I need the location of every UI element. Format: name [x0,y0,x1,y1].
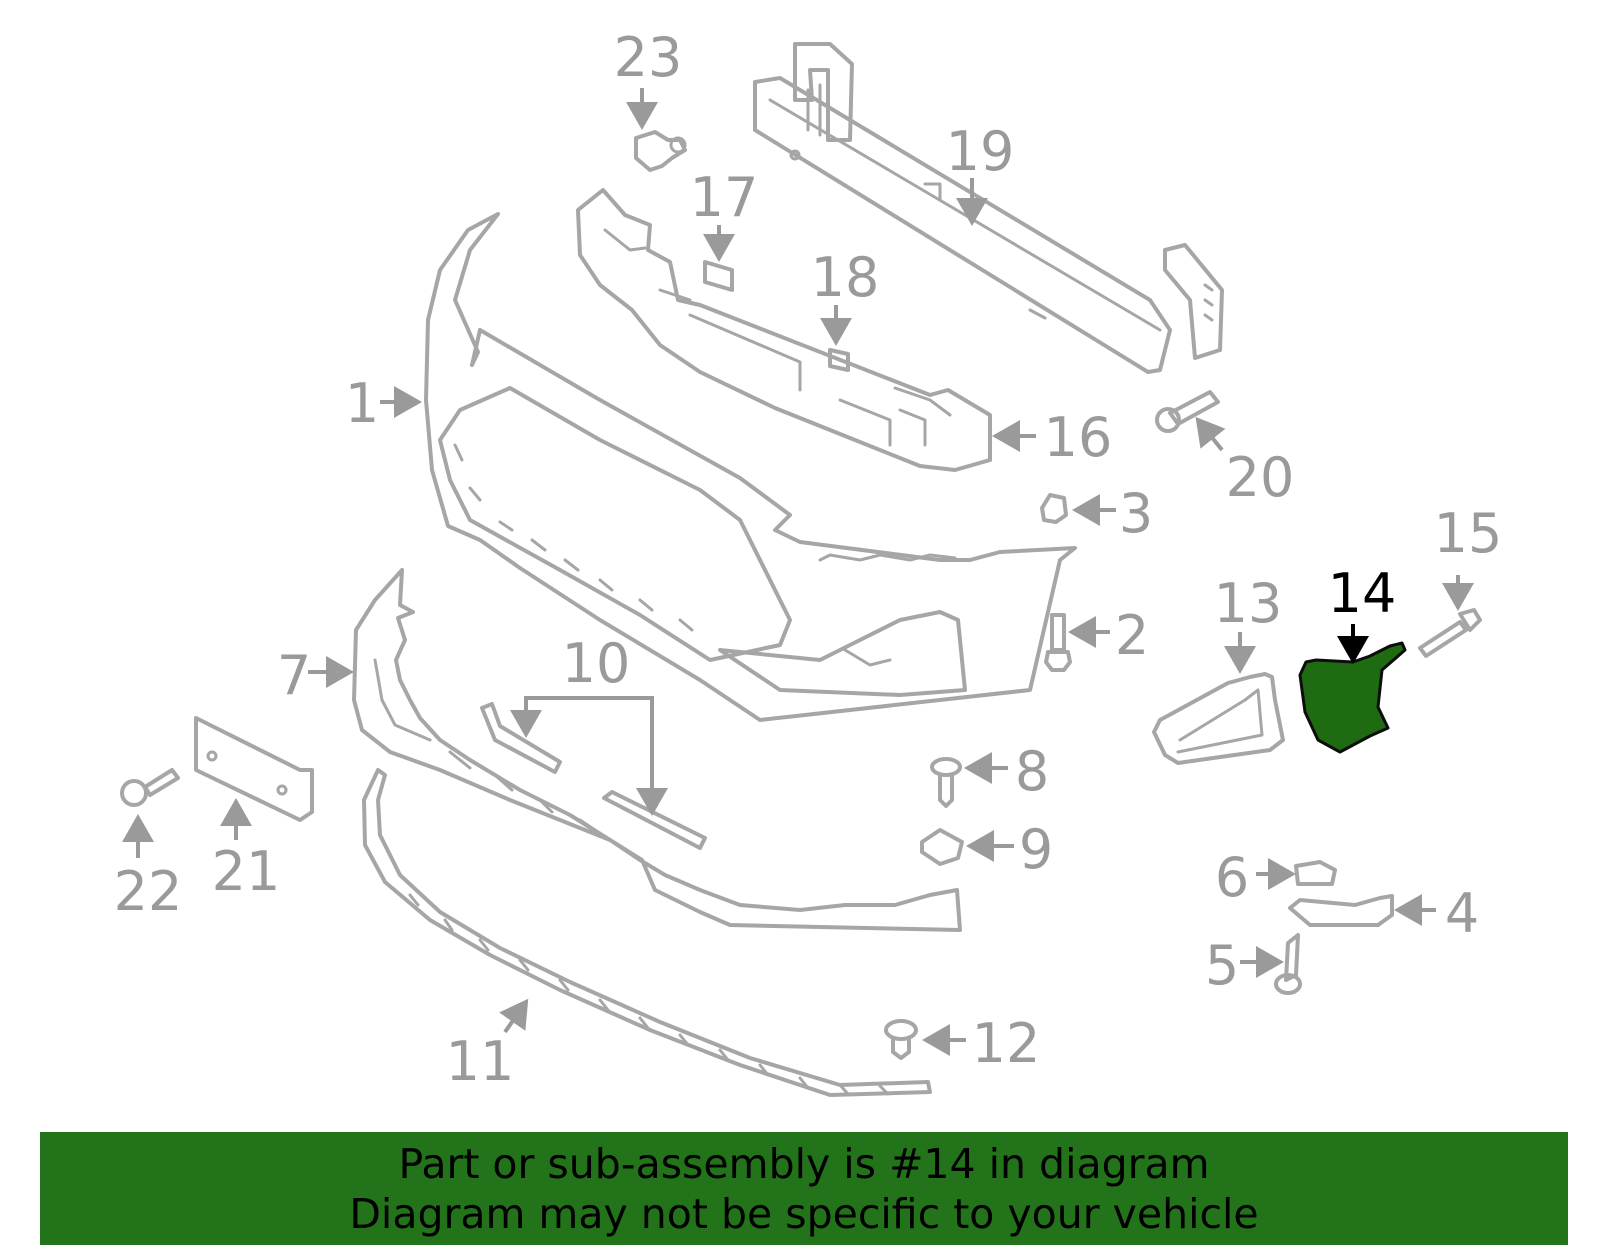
callout-12: 12 [972,1012,1041,1075]
callout-1: 1 [345,372,379,435]
callout-3: 3 [1119,482,1153,545]
callout-23: 23 [614,26,683,89]
leader-lines [122,88,1474,1056]
part-16-energy-absorber [576,188,992,472]
part-4-bracket [1288,894,1394,927]
part-3-clip [1040,493,1068,524]
callout-4: 4 [1445,882,1479,945]
callout-labels: 23 19 17 18 1 16 20 3 15 14 13 2 10 7 8 … [114,26,1503,1093]
callout-6: 6 [1215,846,1249,909]
callout-2: 2 [1115,604,1149,667]
part-2-bolt [1044,613,1072,672]
banner-line-1: Part or sub-assembly is #14 in diagram [398,1139,1210,1188]
callout-15: 15 [1434,502,1503,565]
callout-19: 19 [946,120,1015,183]
callout-21: 21 [212,840,281,903]
callout-10: 10 [562,632,631,695]
part-20-bolt [1155,390,1220,433]
part-22-screw [120,768,180,807]
part-6-clip [1294,860,1337,886]
callout-11: 11 [446,1030,515,1093]
callout-9: 9 [1019,818,1053,881]
leader-10-bracket [524,696,654,812]
part-21-plate [194,716,314,822]
part-5-screw [1274,933,1302,995]
callout-13: 13 [1214,572,1283,635]
callout-8: 8 [1015,740,1049,803]
part-15-bolt [1418,608,1482,658]
part-9-nut [920,828,964,866]
banner-line-2: Diagram may not be specific to your vehi… [349,1189,1259,1238]
part-12-clip [884,1019,918,1060]
leader-20 [1195,416,1226,452]
part-1-bumper-cover [424,212,1077,722]
part-18-clip [828,348,850,372]
callout-20: 20 [1226,446,1295,509]
notice-banner: Part or sub-assembly is #14 in diagram D… [40,1132,1568,1245]
parts-diagram: 23 19 17 18 1 16 20 3 15 14 13 2 10 7 8 … [114,26,1503,1097]
callout-14: 14 [1328,562,1397,625]
callout-22: 22 [114,860,183,923]
part-23-grommet [634,130,687,172]
part-10-trim-strips [480,702,707,850]
leader-11 [499,998,529,1034]
part-13-bracket [1152,672,1285,765]
part-7-lower-valance [352,568,962,932]
callout-7: 7 [277,644,311,707]
callout-17: 17 [690,166,759,229]
part-19-reinforcement-beam [753,42,1224,374]
part-11-lower-molding [362,768,932,1097]
part-17-clip [703,260,734,292]
callout-5: 5 [1205,934,1239,997]
part-8-bolt [930,757,962,808]
callout-18: 18 [811,246,880,309]
callout-16: 16 [1044,406,1113,469]
